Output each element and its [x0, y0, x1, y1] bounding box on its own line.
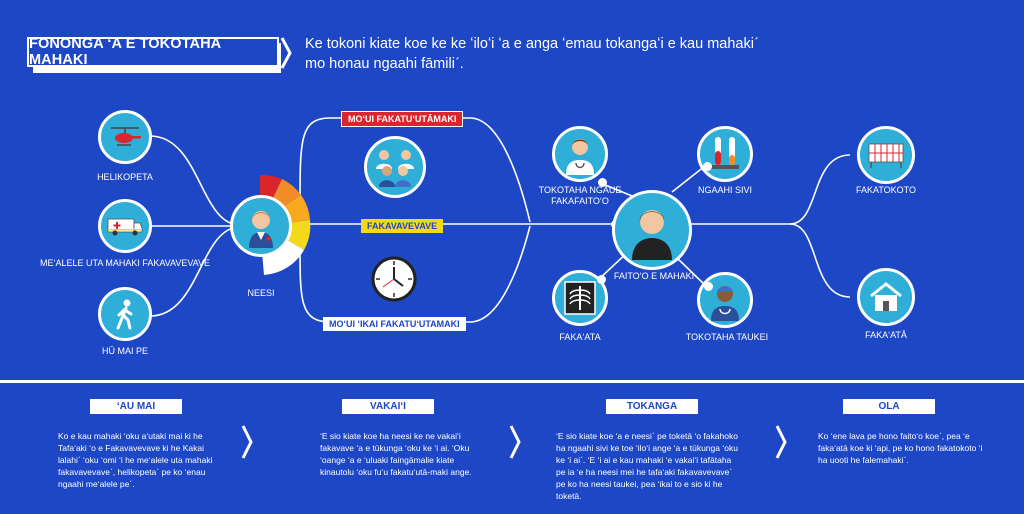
chevron-right-icon: [775, 425, 787, 459]
chevron-right-icon: [509, 425, 521, 459]
ambulance-label: MEʻALELE UTA MAHAKI FAKAVAVEVAVE: [39, 258, 211, 268]
patient-node: [612, 190, 692, 270]
nurse-icon: [249, 211, 273, 248]
doctor-icon: [566, 139, 594, 175]
nurse-node: [230, 195, 292, 257]
admission-label: FAKATOKOTO: [855, 185, 917, 195]
medical-team-icon: [376, 150, 414, 187]
admission-node: [857, 126, 915, 184]
step-4-title: OLA: [843, 399, 935, 414]
connector-dot: [704, 282, 713, 291]
helicopter-label: HELIKOPETA: [97, 172, 153, 182]
patient-icon: [632, 210, 672, 260]
discharge-node: [857, 268, 915, 326]
intro-text: Ke tokoni kiate koe ke ke ʻiloʻi ʻa e an…: [305, 36, 759, 72]
step-4-text: Ko ʻene lava pe hono faitoʻo koeˊ, pea ʻ…: [818, 431, 983, 465]
patient-label: FAITOʻO E MAHAKI: [613, 271, 695, 281]
helicopter-icon: [111, 127, 141, 146]
clock-icon: [371, 256, 417, 302]
tag-not-critical: MOʻUI ʻIKAI FAKATUʻUTAMAKI: [323, 317, 466, 331]
xray-icon: [564, 281, 596, 315]
discharge-label: FAKAʻATĀ: [865, 330, 907, 340]
chevron-right-icon: [241, 425, 253, 459]
test-tubes-icon: [711, 137, 739, 169]
ambulance-icon: [107, 218, 143, 236]
specialist-icon: [711, 286, 739, 321]
tag-urgent: FAKAVAVEVAVE: [361, 219, 444, 233]
tag-critical: MOʻUI FAKATUʻUTĀMAKI: [341, 111, 464, 127]
step-2-title: VAKAIʻI: [342, 399, 434, 414]
specialist-label: TOKOTAHA TAUKEI: [685, 332, 769, 342]
page-title-text: FONONGA ʻA E TOKOTAHA MAHAKI: [29, 36, 221, 68]
ambulance-node: [98, 199, 152, 253]
specialist-node: [697, 272, 753, 328]
step-1-title: ʻAU MAI: [90, 399, 182, 414]
hospital-bed-icon: [868, 143, 904, 168]
walking-person-icon: [116, 299, 133, 330]
connector-dot: [597, 275, 606, 284]
step-3-text: ʻE sio kiate koe ʻa e neesiˊ pe toketā ʻ…: [556, 431, 738, 501]
step-1-text: Ko e kau mahaki ʻoku aʻutaki mai ki he T…: [58, 431, 213, 489]
xray-label: FAKAʻATA: [559, 332, 601, 342]
section-divider: [0, 380, 1024, 383]
connector-dot: [703, 162, 712, 171]
nurse-label: NEESI: [247, 288, 275, 298]
chevron-right-icon: [280, 37, 292, 69]
medical-team-node: [364, 136, 426, 198]
tests-label: NGAAHI SIVI: [698, 185, 753, 195]
helicopter-node: [98, 110, 152, 164]
walk-in-label: HŪ MAI PE: [101, 346, 148, 356]
step-2-text: ʻE sio kiate koe ha neesi ke ne vakaiʻi …: [320, 431, 472, 477]
xray-node: [552, 270, 608, 326]
doctor-label: TOKOTAHA NGĀUE FAKAFAITOʻO: [538, 185, 622, 206]
walk-in-node: [98, 287, 152, 341]
step-3-title: TOKANGA: [606, 399, 698, 414]
tests-node: [697, 126, 753, 182]
house-icon: [870, 282, 902, 311]
doctor-node: [552, 126, 608, 182]
connector-dot: [598, 178, 607, 187]
